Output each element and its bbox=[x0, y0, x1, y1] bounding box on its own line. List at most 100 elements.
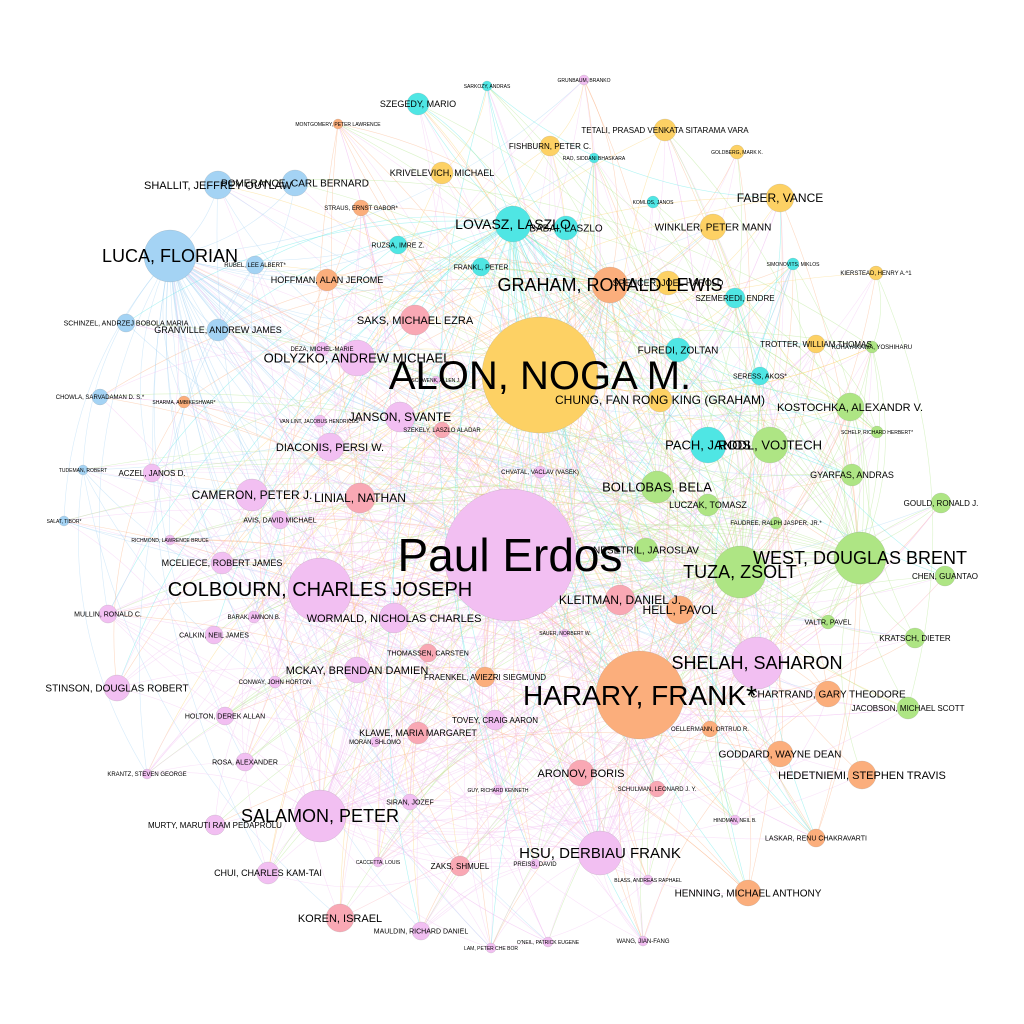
node-granville[interactable] bbox=[206, 318, 230, 342]
node-mceliece[interactable] bbox=[210, 551, 234, 575]
node-babai[interactable] bbox=[553, 215, 579, 241]
node-moran[interactable] bbox=[369, 736, 381, 748]
node-siran[interactable] bbox=[401, 793, 419, 811]
node-barak[interactable] bbox=[247, 610, 261, 624]
node-komlos[interactable] bbox=[646, 195, 660, 209]
node-schwenk[interactable] bbox=[431, 375, 441, 385]
node-shelah[interactable] bbox=[730, 636, 784, 690]
node-sarkozy[interactable] bbox=[481, 80, 493, 92]
node-straus[interactable] bbox=[352, 199, 370, 217]
node-holton[interactable] bbox=[215, 706, 235, 726]
node-fishburn[interactable] bbox=[539, 135, 561, 157]
node-tuza[interactable] bbox=[713, 545, 767, 599]
node-rodl[interactable] bbox=[751, 426, 789, 464]
node-furedi[interactable] bbox=[665, 337, 691, 363]
node-seress[interactable] bbox=[750, 366, 770, 386]
node-hoffman[interactable] bbox=[315, 268, 339, 292]
node-tovey[interactable] bbox=[484, 709, 506, 731]
node-chowla[interactable] bbox=[91, 388, 109, 406]
node-szemeredi[interactable] bbox=[724, 287, 746, 309]
node-tetali[interactable] bbox=[653, 118, 677, 142]
node-hell[interactable] bbox=[665, 595, 695, 625]
node-salamon[interactable] bbox=[293, 789, 347, 843]
node-deza[interactable] bbox=[314, 341, 330, 357]
node-rubel[interactable] bbox=[245, 255, 265, 275]
node-ruzsa[interactable] bbox=[388, 235, 408, 255]
node-bollobas[interactable] bbox=[640, 470, 674, 504]
node-schelp[interactable] bbox=[870, 425, 884, 439]
node-saks[interactable] bbox=[399, 304, 431, 336]
node-aronov[interactable] bbox=[567, 759, 595, 787]
node-shallit[interactable] bbox=[203, 170, 233, 200]
node-pomerance[interactable] bbox=[281, 169, 309, 197]
node-hsu[interactable] bbox=[577, 830, 623, 876]
node-chvatal[interactable] bbox=[533, 465, 547, 479]
node-guy[interactable] bbox=[492, 784, 504, 796]
node-szekely[interactable] bbox=[433, 421, 451, 439]
node-kleitman[interactable] bbox=[604, 584, 636, 616]
node-erdos[interactable] bbox=[443, 488, 577, 622]
node-alon[interactable] bbox=[481, 316, 599, 434]
node-kratsch[interactable] bbox=[904, 627, 926, 649]
node-chartrand[interactable] bbox=[814, 680, 842, 708]
node-oellermann[interactable] bbox=[701, 720, 719, 738]
node-schinzel[interactable] bbox=[116, 313, 136, 333]
node-laskar[interactable] bbox=[806, 828, 826, 848]
node-gyarfas[interactable] bbox=[840, 463, 864, 487]
node-blass[interactable] bbox=[642, 874, 654, 886]
node-trotter[interactable] bbox=[806, 334, 826, 354]
node-krivelevich[interactable] bbox=[430, 161, 454, 185]
node-goldberg[interactable] bbox=[729, 144, 745, 160]
node-zaks[interactable] bbox=[449, 855, 471, 877]
node-szegedy[interactable] bbox=[406, 92, 430, 116]
node-wang[interactable] bbox=[637, 935, 649, 947]
node-murty[interactable] bbox=[204, 814, 226, 836]
node-conway[interactable] bbox=[268, 675, 282, 689]
node-rao[interactable] bbox=[588, 152, 600, 164]
node-frankl[interactable] bbox=[471, 257, 491, 277]
node-mullin[interactable] bbox=[98, 604, 118, 624]
node-graham[interactable] bbox=[591, 266, 629, 304]
node-colbourn[interactable] bbox=[287, 557, 353, 623]
node-grunbaum[interactable] bbox=[578, 74, 590, 86]
node-jacobson[interactable] bbox=[896, 696, 920, 720]
node-nesetril[interactable] bbox=[633, 537, 659, 563]
node-gould[interactable] bbox=[930, 492, 952, 514]
node-luczak[interactable] bbox=[696, 493, 720, 517]
node-sauer[interactable] bbox=[560, 628, 570, 638]
node-diaconis[interactable] bbox=[315, 432, 345, 462]
node-valtr[interactable] bbox=[820, 614, 836, 630]
node-mauldin[interactable] bbox=[411, 921, 431, 941]
node-aczel[interactable] bbox=[142, 463, 162, 483]
node-koren[interactable] bbox=[325, 903, 355, 933]
node-hindman[interactable] bbox=[729, 814, 741, 826]
node-goddard[interactable] bbox=[766, 740, 794, 768]
node-mckay[interactable] bbox=[343, 656, 371, 684]
node-lam[interactable] bbox=[485, 942, 497, 954]
node-klawe[interactable] bbox=[406, 721, 430, 745]
node-chen[interactable] bbox=[934, 565, 956, 587]
node-cameron[interactable] bbox=[235, 478, 269, 512]
node-kostochka[interactable] bbox=[835, 392, 865, 422]
node-faudree[interactable] bbox=[769, 516, 783, 530]
node-oneil[interactable] bbox=[542, 936, 554, 948]
node-schulman[interactable] bbox=[648, 780, 666, 798]
node-lovasz[interactable] bbox=[494, 205, 532, 243]
node-montgomery[interactable] bbox=[332, 118, 344, 130]
node-simonovits[interactable] bbox=[786, 257, 800, 271]
node-faber[interactable] bbox=[765, 183, 795, 213]
node-chui[interactable] bbox=[256, 861, 280, 885]
node-chung[interactable] bbox=[647, 387, 673, 413]
node-richmond[interactable] bbox=[164, 534, 176, 546]
node-sharma[interactable] bbox=[177, 395, 191, 409]
node-stinson[interactable] bbox=[103, 674, 131, 702]
node-calkin[interactable] bbox=[204, 625, 224, 645]
node-kierstead[interactable] bbox=[868, 265, 884, 281]
node-linial[interactable] bbox=[344, 482, 376, 514]
node-pach[interactable] bbox=[689, 426, 727, 464]
node-luca[interactable] bbox=[143, 229, 197, 283]
node-thomassen[interactable] bbox=[418, 643, 438, 663]
node-tudeman[interactable] bbox=[77, 464, 89, 476]
node-winkler[interactable] bbox=[699, 213, 727, 241]
node-hedetniemi[interactable] bbox=[847, 760, 877, 790]
